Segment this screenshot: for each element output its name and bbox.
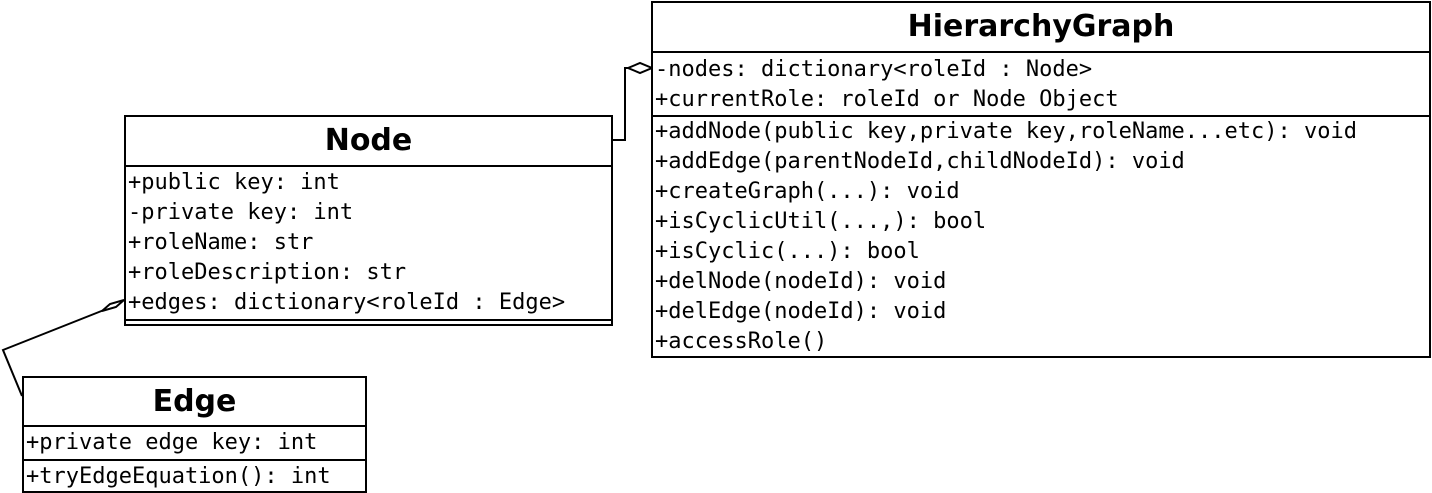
attributes-hierarchy-graph: -nodes: dictionary<roleId : Node> +curre… — [653, 53, 1429, 117]
attribute-nodes: -nodes: dictionary<roleId : Node> — [655, 57, 1093, 82]
aggregation-line-node-edge — [1, 309, 105, 397]
class-node[interactable]: Node +public key: int -private key: int … — [124, 115, 613, 326]
attribute-private-key: -private key: int — [128, 200, 354, 225]
attributes-node: +public key: int -private key: int +role… — [126, 167, 611, 321]
class-hierarchy-graph[interactable]: HierarchyGraph -nodes: dictionary<roleId… — [651, 1, 1431, 358]
attributes-edge: +private edge key: int — [24, 427, 365, 461]
class-name-node: Node — [126, 117, 611, 167]
method-is-cyclic: +isCyclic(...): bool — [655, 239, 920, 264]
attribute-edges: +edges: dictionary<roleId : Edge> — [128, 290, 566, 315]
aggregation-diamond-hierarchy — [625, 61, 655, 75]
attribute-private-edge-key: +private edge key: int — [26, 430, 318, 455]
method-del-edge: +delEdge(nodeId): void — [655, 299, 947, 324]
method-add-edge: +addEdge(parentNodeId,childNodeId): void — [655, 149, 1185, 174]
methods-hierarchy-graph: +addNode(public key,private key,roleName… — [653, 117, 1429, 357]
aggregation-line-hierarchy-node — [613, 67, 630, 141]
method-try-edge-equation: +tryEdgeEquation(): int — [26, 464, 331, 489]
class-edge[interactable]: Edge +private edge key: int +tryEdgeEqua… — [22, 376, 367, 493]
methods-edge: +tryEdgeEquation(): int — [24, 461, 365, 492]
class-name-hierarchy-graph: HierarchyGraph — [653, 3, 1429, 53]
attribute-role-name: +roleName: str — [128, 230, 314, 255]
aggregation-diamond-node — [101, 299, 125, 312]
method-create-graph: +createGraph(...): void — [655, 179, 960, 204]
attribute-public-key: +public key: int — [128, 170, 340, 195]
method-access-role: +accessRole() — [655, 329, 828, 354]
attribute-current-role: +currentRole: roleId or Node Object — [655, 87, 1119, 112]
method-is-cyclic-util: +isCyclicUtil(...,): bool — [655, 209, 987, 234]
methods-node — [126, 321, 611, 326]
method-add-node: +addNode(public key,private key,roleName… — [655, 119, 1357, 144]
attribute-role-description: +roleDescription: str — [128, 260, 407, 285]
class-name-edge: Edge — [24, 378, 365, 427]
method-del-node: +delNode(nodeId): void — [655, 269, 947, 294]
